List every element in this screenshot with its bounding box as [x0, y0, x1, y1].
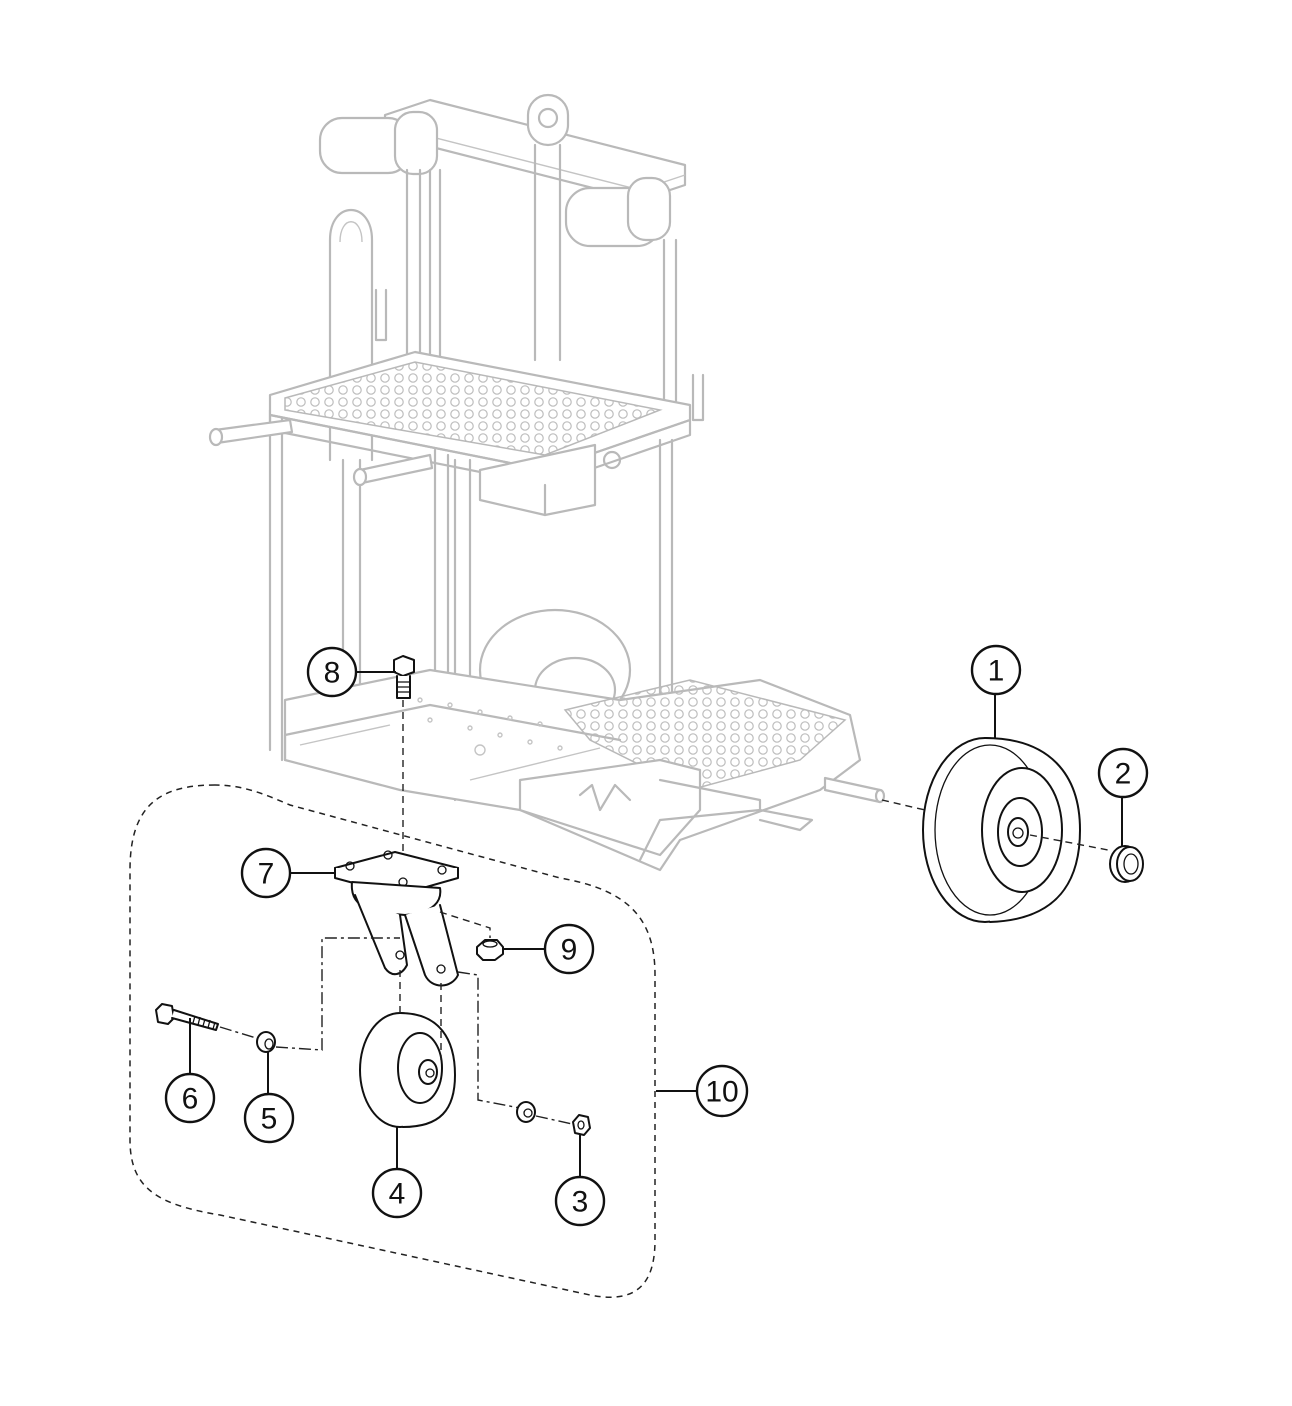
washer-icon	[516, 1101, 536, 1123]
caster-assembly-boundary	[129, 784, 656, 1298]
spacer-icon	[256, 1031, 276, 1053]
locknut-icon	[572, 1114, 591, 1136]
stand-frame-icon	[208, 93, 886, 872]
callout-6: 6	[164, 1072, 216, 1124]
callout-5: 5	[243, 1092, 295, 1144]
callout-2-label: 2	[1115, 758, 1132, 791]
callout-7-label: 7	[258, 858, 275, 891]
callout-6-label: 6	[182, 1083, 199, 1116]
callout-4-label: 4	[389, 1178, 406, 1211]
wheel-icon	[922, 737, 1081, 923]
callout-2: 2	[1097, 747, 1149, 799]
callout-3-label: 3	[572, 1186, 589, 1219]
caster-plate-icon	[334, 850, 459, 987]
callout-5-label: 5	[261, 1103, 278, 1136]
axle-bolt-icon	[155, 1003, 219, 1031]
callout-8-label: 8	[324, 657, 341, 690]
callout-9: 9	[543, 923, 595, 975]
callout-7: 7	[240, 847, 292, 899]
callout-8: 8	[306, 646, 358, 698]
callout-1-label: 1	[988, 655, 1005, 688]
callout-10: 10	[695, 1064, 749, 1118]
caster-wheel-icon	[359, 1012, 456, 1128]
callout-1: 1	[970, 644, 1022, 696]
callout-10-label: 10	[705, 1076, 738, 1109]
callout-3: 3	[554, 1175, 606, 1227]
callout-4: 4	[371, 1167, 423, 1219]
nut-icon	[476, 939, 504, 961]
bolt-icon	[393, 655, 415, 699]
callout-9-label: 9	[561, 934, 578, 967]
collar-icon	[1109, 845, 1144, 883]
